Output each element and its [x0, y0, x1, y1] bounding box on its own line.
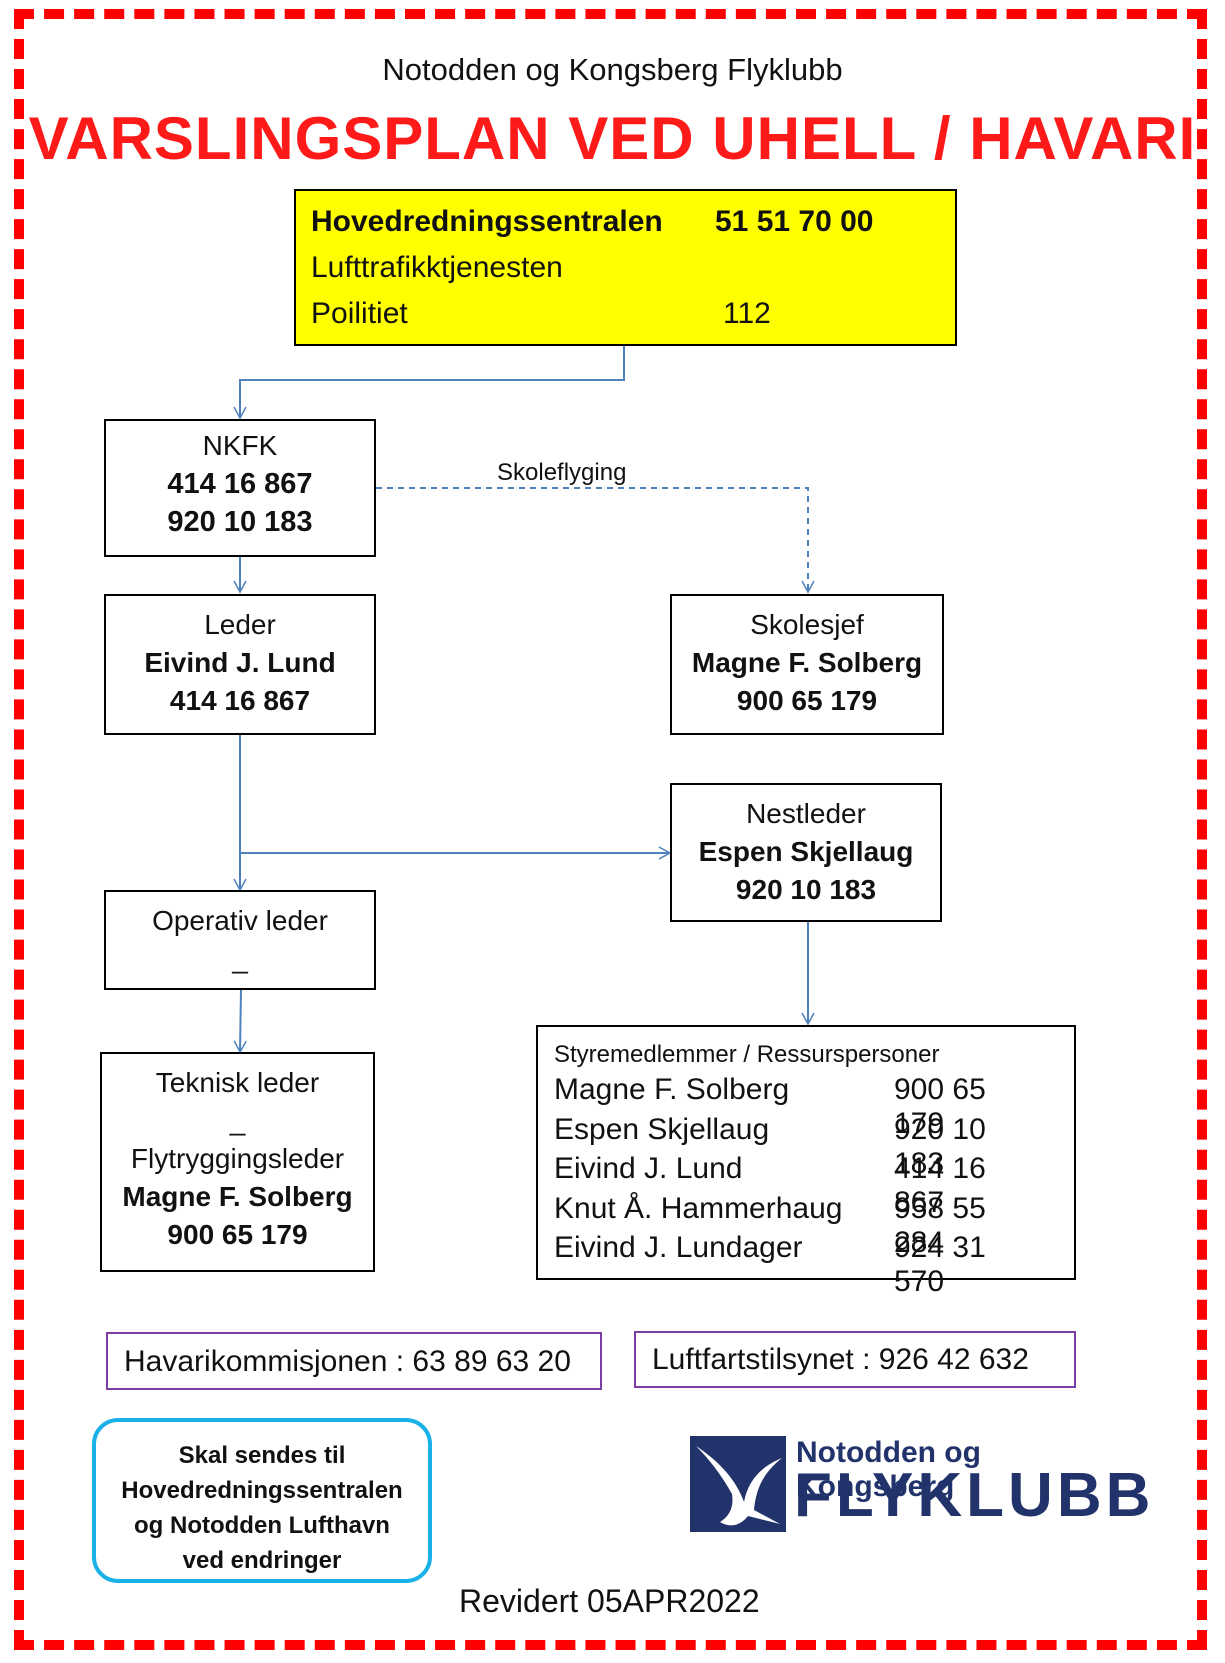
- nkfk-phone-1: 414 16 867: [167, 468, 313, 500]
- teknisk-leder-title: Teknisk leder: [155, 1067, 320, 1098]
- board-member-row: Eivind J. Lund 414 16 867: [554, 1152, 1044, 1219]
- member-phone: 920 10 183: [894, 1113, 986, 1180]
- member-name: Eivind J. Lund: [554, 1152, 743, 1185]
- logo-top-text: Notodden og Kongsberg: [796, 1436, 981, 1503]
- emergency-box: Hovedredningssentralen 51 51 70 00 Luftt…: [294, 189, 957, 346]
- havarikommisjonen-text: Havarikommisjonen : 63 89 63 20: [124, 1345, 571, 1378]
- note-line-2: Hovedredningssentralen: [121, 1477, 403, 1504]
- nkfk-phone-2: 920 10 183: [167, 506, 313, 538]
- member-phone: 924 31 570: [894, 1231, 986, 1298]
- member-name: Espen Skjellaug: [554, 1113, 770, 1146]
- board-heading: Styremedlemmer / Ressurspersoner: [554, 1041, 940, 1068]
- member-name: Knut Å. Hammerhaug: [554, 1192, 843, 1225]
- member-name: Magne F. Solberg: [554, 1073, 790, 1106]
- note-line-3: og Notodden Lufthavn: [134, 1512, 390, 1539]
- connector-label-skoleflyging: Skoleflyging: [497, 459, 627, 486]
- leder-name: Eivind J. Lund: [144, 647, 336, 678]
- member-phone: 414 16 867: [894, 1152, 986, 1219]
- hrs-name: Hovedredningssentralen: [311, 205, 663, 238]
- arrow-operativ-to-teknisk: [233, 989, 247, 1054]
- police-label: Poilitiet: [311, 297, 408, 330]
- skolesjef-box: Skolesjef Magne F. Solberg 900 65 179: [670, 594, 944, 735]
- teknisk-leder-value: _: [229, 1105, 246, 1136]
- red-dashed-border: [14, 9, 1207, 1650]
- member-name: Eivind J. Lundager: [554, 1231, 803, 1264]
- member-phone: 900 65 179: [894, 1073, 986, 1140]
- flytryggingsleder-title: Flytryggingsleder: [130, 1143, 345, 1174]
- logo-big-text: FLYKLUBB: [794, 1461, 1155, 1530]
- atc-label: Lufttrafikktjenesten: [311, 251, 563, 284]
- nestleder-phone: 920 10 183: [735, 874, 877, 905]
- member-phone: 958 55 284: [894, 1192, 986, 1259]
- arrow-nkfk-to-skolesjef: [376, 487, 815, 594]
- note-line-1: Skal sendes til: [178, 1442, 346, 1469]
- teknisk-leder-box: Teknisk leder _ Flytryggingsleder Magne …: [100, 1052, 375, 1272]
- arrow-hrs-to-nkfk: [233, 345, 625, 420]
- police-phone: 112: [723, 297, 771, 330]
- swallow-bird-logo-icon: [690, 1436, 786, 1532]
- club-name: Notodden og Kongsberg Flyklubb: [382, 52, 843, 87]
- flytryggingsleder-phone: 900 65 179: [167, 1219, 308, 1250]
- board-member-row: Knut Å. Hammerhaug 958 55 284: [554, 1192, 1044, 1259]
- revision-date: Revidert 05APR2022: [459, 1583, 760, 1619]
- club-logo: Notodden og Kongsberg FLYKLUBB: [690, 1436, 1150, 1532]
- board-member-row: Espen Skjellaug 920 10 183: [554, 1113, 1044, 1180]
- leder-box: Leder Eivind J. Lund 414 16 867: [104, 594, 376, 735]
- nestleder-title: Nestleder: [746, 798, 866, 829]
- flytryggingsleder-name: Magne F. Solberg: [122, 1181, 353, 1212]
- board-member-row: Eivind J. Lundager 924 31 570: [554, 1231, 1044, 1298]
- operativ-leder-value: _: [232, 943, 248, 974]
- nestleder-box: Nestleder Espen Skjellaug 920 10 183: [670, 783, 942, 922]
- board-members-box: Styremedlemmer / Ressurspersoner Magne F…: [536, 1025, 1076, 1298]
- operativ-leder-title: Operativ leder: [152, 905, 328, 936]
- skolesjef-phone: 900 65 179: [736, 685, 878, 716]
- distribution-note: Skal sendes til Hovedredningssentralen o…: [92, 1418, 432, 1583]
- nkfk-box: NKFK 414 16 867 920 10 183: [104, 419, 376, 557]
- board-member-row: Magne F. Solberg 900 65 179: [554, 1073, 1044, 1140]
- note-line-4: ved endringer: [182, 1547, 342, 1574]
- leder-phone: 414 16 867: [169, 685, 311, 716]
- nestleder-name: Espen Skjellaug: [698, 836, 914, 867]
- skolesjef-title: Skolesjef: [750, 609, 864, 640]
- nkfk-title: NKFK: [202, 430, 278, 461]
- page-title: VARSLINGSPLAN VED UHELL / HAVARI: [28, 105, 1197, 172]
- luftfartstilsynet-box: Luftfartstilsynet : 926 42 632: [634, 1331, 1076, 1388]
- hrs-phone: 51 51 70 00: [715, 205, 874, 238]
- luftfartstilsynet-text: Luftfartstilsynet : 926 42 632: [652, 1343, 1029, 1376]
- leder-title: Leder: [204, 609, 276, 640]
- operativ-leder-box: Operativ leder _: [104, 890, 376, 990]
- havarikommisjonen-box: Havarikommisjonen : 63 89 63 20: [106, 1332, 602, 1390]
- skolesjef-name: Magne F. Solberg: [691, 647, 923, 678]
